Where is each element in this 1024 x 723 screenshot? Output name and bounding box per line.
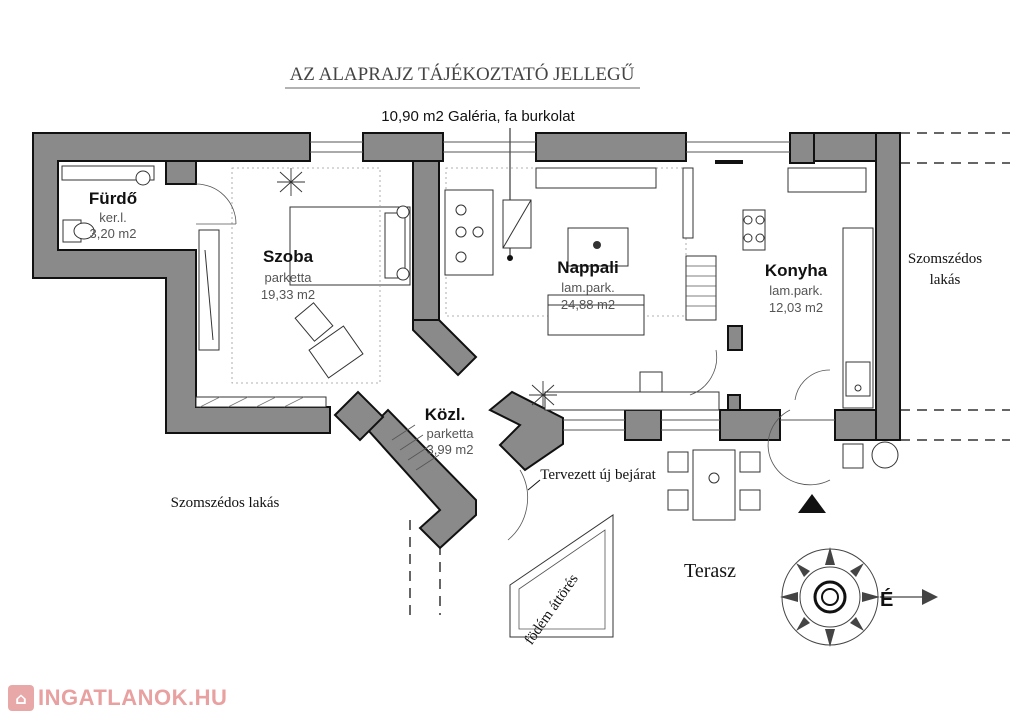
room-name: Fürdő [89,189,137,208]
neighbor-right-label-line1: Szomszédos [908,251,982,267]
walls [32,132,901,550]
neighbor-right-label-line2: lakás [930,272,961,288]
neighbor-left-label: Szomszédos lakás [171,495,280,511]
entrance-arrow-icon [798,494,826,513]
room-nappali: Nappali lam.park. 24,88 m2 [557,258,618,312]
gallery-leader-dot [507,255,513,261]
room-area: 12,03 m2 [769,300,823,315]
room-kozl: Közl. parketta 3,99 m2 [425,405,475,457]
entrance-leader [527,479,541,491]
room-area: 3,99 m2 [427,442,474,457]
room-name: Közl. [425,405,466,424]
room-name: Konyha [765,261,828,280]
room-floor: lam.park. [769,283,822,298]
neighbor-left-dashes [409,520,441,615]
room-floor: parketta [427,426,475,441]
neighbor-right-dashes [900,132,1010,441]
room-floor: ker.l. [99,210,126,225]
watermark-text: INGATLANOK.HU [38,685,228,710]
plan-title: AZ ALAPRAJZ TÁJÉKOZTATÓ JELLEGŰ [290,63,635,85]
room-szoba: Szoba parketta 19,33 m2 [261,247,315,302]
house-icon: ⌂ [8,685,34,711]
room-area: 24,88 m2 [561,297,615,312]
room-floor: lam.park. [561,280,614,295]
entrance-label: Tervezett új bejárat [540,467,656,483]
room-name: Nappali [557,258,618,277]
room-area: 3,20 m2 [90,226,137,241]
gallery-note: 10,90 m2 Galéria, fa burkolat [381,108,575,125]
room-furdo: Fürdő ker.l. 3,20 m2 [89,189,137,241]
room-name: Szoba [263,247,314,266]
compass-icon [780,547,938,647]
room-konyha: Konyha lam.park. 12,03 m2 [765,261,828,315]
room-area: 19,33 m2 [261,287,315,302]
watermark: ⌂ INGATLANOK.HU [8,683,227,713]
terrace-label: Terasz [684,560,736,582]
compass-north-label: É [880,588,893,611]
windows [310,141,835,431]
furniture [61,165,899,638]
room-floor: parketta [265,270,313,285]
